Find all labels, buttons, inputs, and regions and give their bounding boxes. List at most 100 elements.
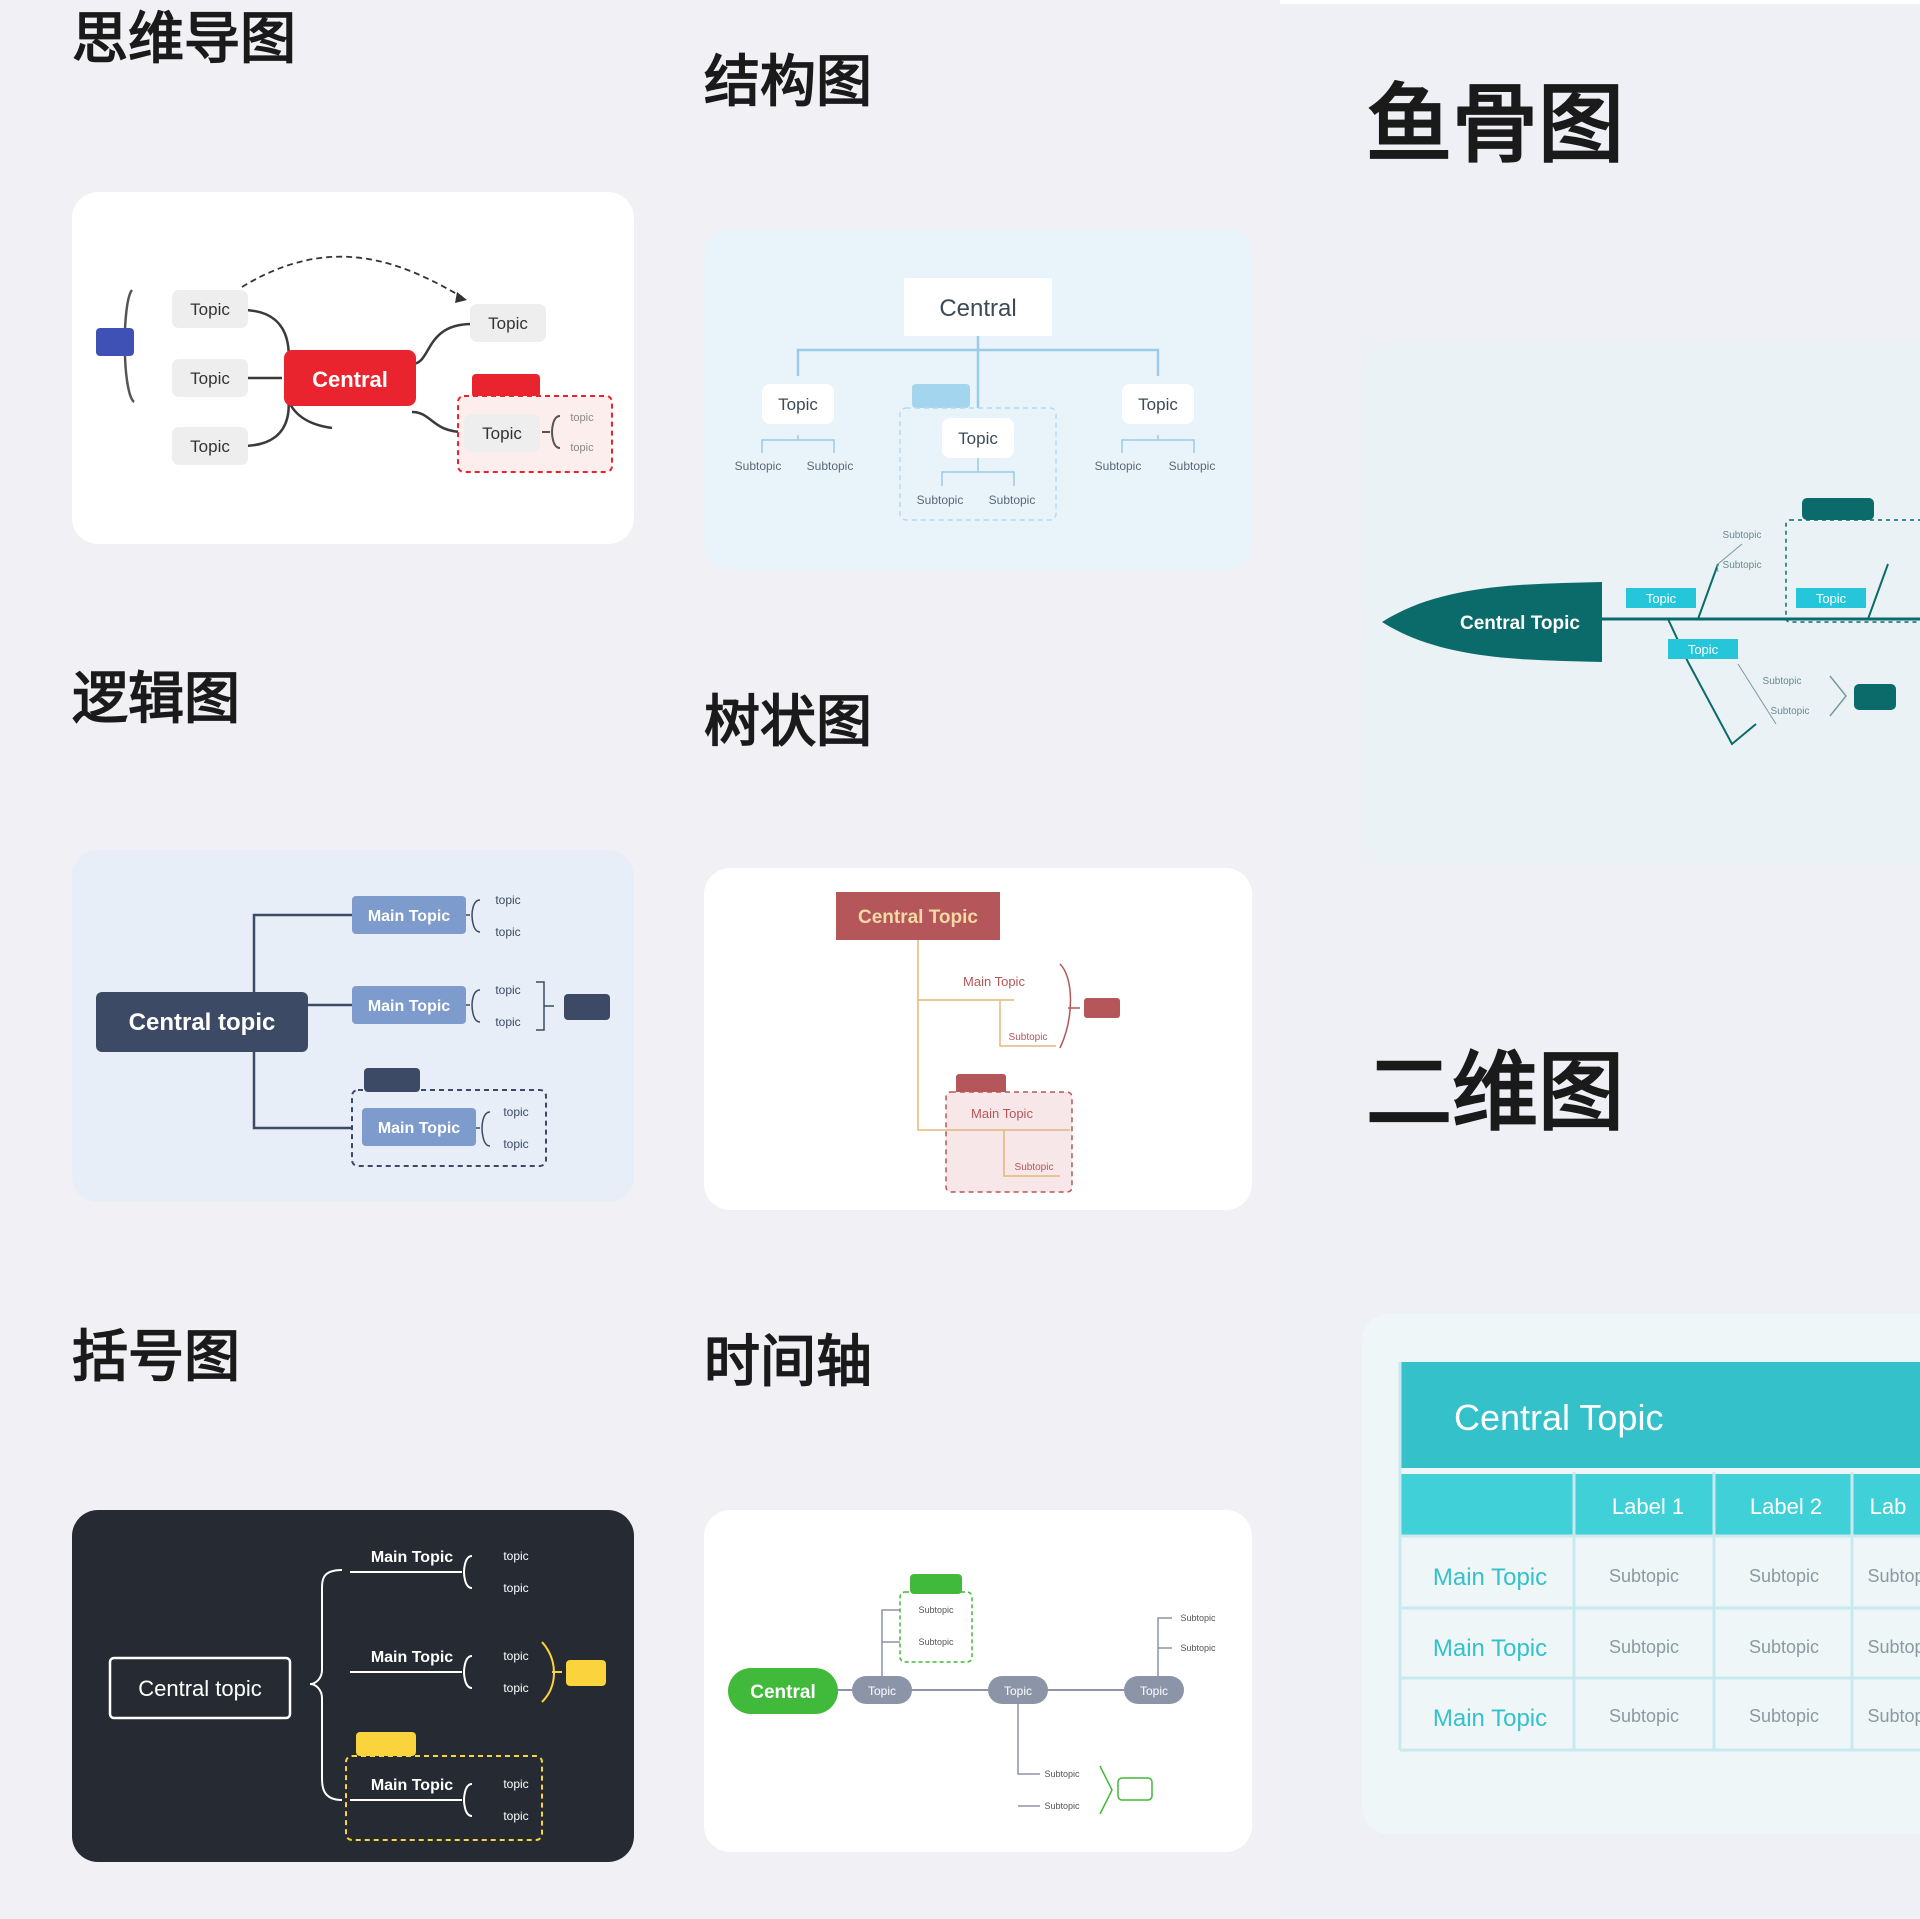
- bracket-main-topic: Main Topic: [371, 1777, 453, 1794]
- tree-summary-box: [945, 1091, 1073, 1193]
- structure-subtopic: Subtopic: [989, 493, 1036, 507]
- svg-text:Topic: Topic: [1688, 642, 1719, 657]
- fishbone-topic-node: Topic: [1668, 639, 1738, 659]
- matrix-label: Lab: [1870, 1494, 1907, 1519]
- structure-topic-node: Topic: [1122, 384, 1194, 424]
- bracket-floating-node: [566, 1660, 606, 1686]
- matrix-cell: Subtopic: [1749, 1637, 1819, 1657]
- logic-card[interactable]: Central topic Main Topic Main Topic Main…: [72, 850, 634, 1202]
- logic-subtopic: topic: [495, 893, 520, 907]
- tree-main-topic: Main Topic: [971, 1106, 1033, 1121]
- bracket-subtopic: topic: [503, 1549, 528, 1563]
- matrix-label: Label 2: [1750, 1494, 1822, 1519]
- matrix-cell: Subtopic: [1749, 1566, 1819, 1586]
- svg-text:Topic: Topic: [1646, 591, 1677, 606]
- logic-main-topic: Main Topic: [352, 896, 466, 934]
- fishbone-topic-node: Topic: [1626, 588, 1696, 608]
- fishbone-floating-node: [1854, 684, 1896, 710]
- svg-text:Topic: Topic: [1004, 1684, 1032, 1698]
- matrix-cell: Subtopic: [1609, 1706, 1679, 1726]
- structure-topic-node: Topic: [762, 384, 834, 424]
- svg-text:Main Topic: Main Topic: [368, 908, 450, 925]
- tree-floating-node: [956, 1074, 1006, 1094]
- svg-text:Central topic: Central topic: [129, 1009, 276, 1036]
- structure-subtopic: Subtopic: [1095, 459, 1142, 473]
- structure-topic-node: Topic: [942, 418, 1014, 458]
- timeline-floating-node: [910, 1574, 962, 1594]
- logic-subtopic: topic: [495, 983, 520, 997]
- timeline-topic-node: Topic: [1124, 1676, 1184, 1704]
- svg-text:Topic: Topic: [1140, 1684, 1168, 1698]
- timeline-topic-node: Topic: [988, 1676, 1048, 1704]
- tree-card[interactable]: Central Topic Main Topic Subtopic Main T…: [704, 868, 1252, 1210]
- svg-text:Topic: Topic: [488, 314, 528, 333]
- matrix-row-label: Main Topic: [1433, 1635, 1547, 1662]
- fishbone-subtopic: Subtopic: [1771, 706, 1810, 717]
- bracket-card[interactable]: Central topic Main Topic Main Topic Main…: [72, 1510, 634, 1862]
- bracket-main-topic: Main Topic: [371, 1649, 453, 1666]
- mindmap-floating-node: [96, 328, 134, 356]
- fishbone-card[interactable]: Central Topic Topic Topic Topic Subtopic…: [1362, 344, 1920, 864]
- matrix-cell: Subtopic: [1609, 1566, 1679, 1586]
- bracket-subtopic: topic: [503, 1777, 528, 1791]
- mindmap-card[interactable]: Topic Topic Topic Central Topic Topic to…: [72, 192, 634, 544]
- matrix-cell: Subtopic: [1609, 1637, 1679, 1657]
- timeline-subtopic: Subtopic: [1044, 1801, 1080, 1811]
- structure-floating-node: [912, 384, 970, 408]
- title-fishbone: 鱼骨图: [1366, 75, 1624, 175]
- svg-text:Topic: Topic: [958, 429, 998, 448]
- title-timeline: 时间轴: [704, 1330, 872, 1395]
- timeline-subtopic: Subtopic: [918, 1605, 954, 1615]
- mindmap-subtopic: topic: [570, 412, 594, 424]
- svg-text:Topic: Topic: [1138, 395, 1178, 414]
- matrix-cell: Subtopic: [1749, 1706, 1819, 1726]
- title-logic: 逻辑图: [72, 667, 240, 732]
- svg-text:Central Topic: Central Topic: [858, 907, 978, 928]
- bracket-central-node: Central topic: [108, 1656, 292, 1720]
- mindmap-subtopic: topic: [570, 442, 594, 454]
- mindmap-floating-node: [472, 374, 540, 398]
- structure-card[interactable]: Central Topic Topic Topic Subtopic Subto…: [704, 228, 1252, 570]
- svg-text:Main Topic: Main Topic: [368, 998, 450, 1015]
- timeline-subtopic: Subtopic: [1180, 1643, 1216, 1653]
- tree-floating-node: [1084, 998, 1120, 1018]
- matrix-central-label: Central Topic: [1454, 1397, 1663, 1438]
- svg-text:Topic: Topic: [190, 300, 230, 319]
- fishbone-head: [1382, 582, 1602, 662]
- svg-text:Central: Central: [750, 1682, 815, 1703]
- bracket-subtopic: topic: [503, 1809, 528, 1823]
- mindmap-topic-node: Topic: [172, 290, 248, 328]
- timeline-floating-node: [1117, 1777, 1153, 1801]
- structure-subtopic: Subtopic: [1169, 459, 1216, 473]
- tree-subtopic: Subtopic: [1015, 1162, 1054, 1173]
- title-matrix: 二维图: [1366, 1043, 1624, 1143]
- title-structure: 结构图: [704, 50, 872, 115]
- bracket-main-topic: Main Topic: [371, 1549, 453, 1566]
- timeline-topic-node: Topic: [852, 1676, 912, 1704]
- fishbone-summary-box: [1785, 519, 1920, 623]
- svg-text:Topic: Topic: [190, 437, 230, 456]
- timeline-card[interactable]: Central Topic Topic Topic Subtopic Subto…: [704, 1510, 1252, 1852]
- logic-summary-box: [351, 1089, 547, 1167]
- title-mindmap: 思维导图: [72, 7, 296, 72]
- timeline-summary-box: [899, 1591, 973, 1663]
- logic-floating-node: [564, 994, 610, 1020]
- mindmap-central-node: Central: [284, 350, 416, 406]
- bracket-subtopic: topic: [503, 1681, 528, 1695]
- logic-subtopic: topic: [495, 925, 520, 939]
- matrix-cell: Subtop: [1867, 1566, 1920, 1586]
- svg-text:Topic: Topic: [190, 369, 230, 388]
- logic-main-topic: Main Topic: [352, 986, 466, 1024]
- bracket-subtopic: topic: [503, 1649, 528, 1663]
- svg-text:Topic: Topic: [482, 424, 522, 443]
- timeline-subtopic: Subtopic: [1180, 1613, 1216, 1623]
- timeline-central-node: Central: [728, 1668, 838, 1714]
- tree-central-node: Central Topic: [836, 892, 1000, 940]
- matrix-card[interactable]: Central Topic Label 1 Label 2 Lab Main T…: [1362, 1314, 1920, 1834]
- logic-central-node: Central topic: [96, 992, 308, 1052]
- svg-text:Topic: Topic: [1816, 591, 1847, 606]
- structure-summary-box: [899, 407, 1057, 521]
- svg-text:Central: Central: [312, 367, 388, 392]
- structure-subtopic: Subtopic: [917, 493, 964, 507]
- matrix-row-label: Main Topic: [1433, 1564, 1547, 1591]
